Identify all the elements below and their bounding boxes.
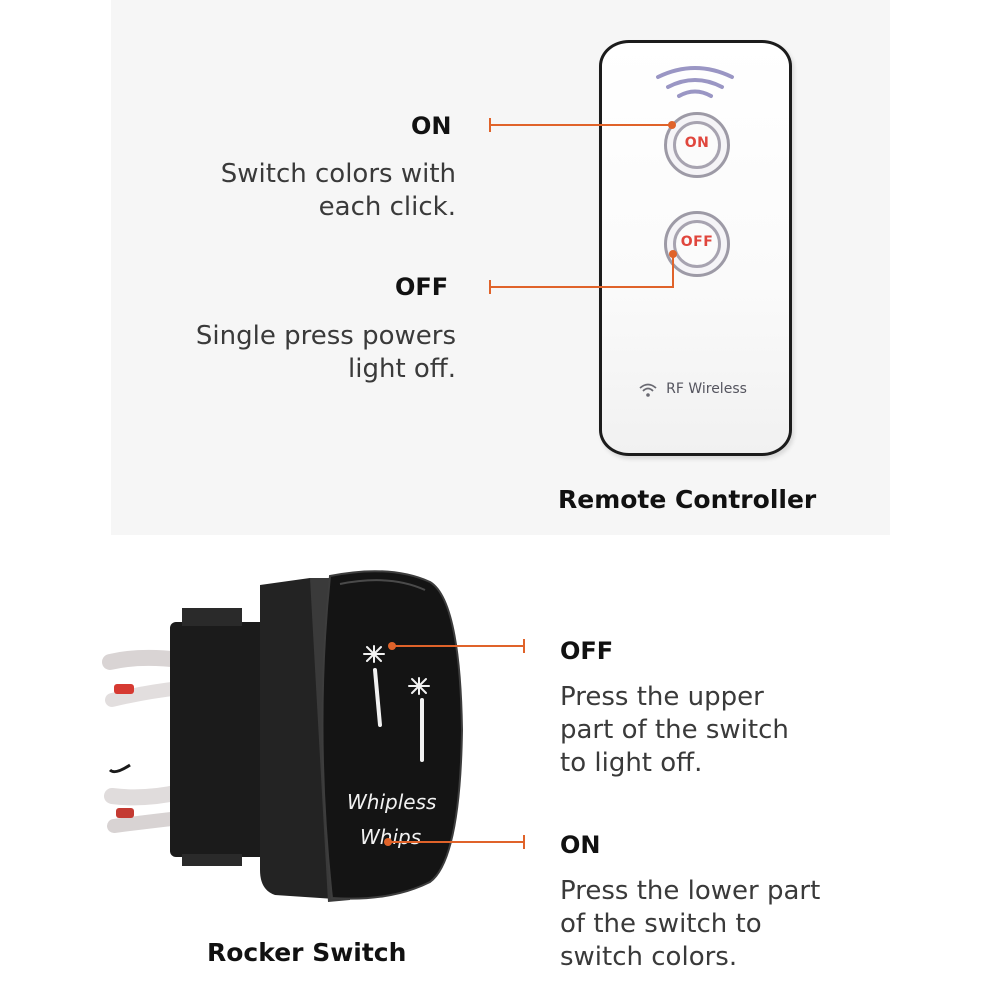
rocker-on-description: Press the lower part of the switch to sw… [560,876,821,972]
remote-off-heading: OFF [395,273,449,301]
remote-on-button-ring [673,121,721,169]
remote-off-button-ring [673,220,721,268]
remote-off-button[interactable]: OFF [664,211,730,277]
remote-leader-lines [489,118,677,294]
remote-off-description: Single press powers light off. [195,321,456,384]
remote-caption: Remote Controller [558,485,817,514]
rocker-caption: Rocker Switch [207,938,407,967]
remote-on-button-label: ON [684,135,710,151]
remote-controller: ON OFF RF Wireless [599,40,792,456]
remote-on-heading: ON [411,112,452,140]
wireless-signal-icon [656,66,734,98]
rocker-off-heading: OFF [560,637,614,665]
rocker-off-description: Press the upper part of the switch to li… [560,682,789,778]
rocker-switch-image [102,570,464,902]
rocker-on-heading: ON [560,831,601,859]
switch-label-line1: Whipless [347,790,437,814]
remote-off-button-label: OFF [680,234,714,250]
rf-wifi-icon [639,383,657,397]
rocker-leader-lines [384,639,525,849]
rf-wireless-label: RF Wireless [666,381,747,397]
remote-on-description: Switch colors with each click. [220,159,456,222]
